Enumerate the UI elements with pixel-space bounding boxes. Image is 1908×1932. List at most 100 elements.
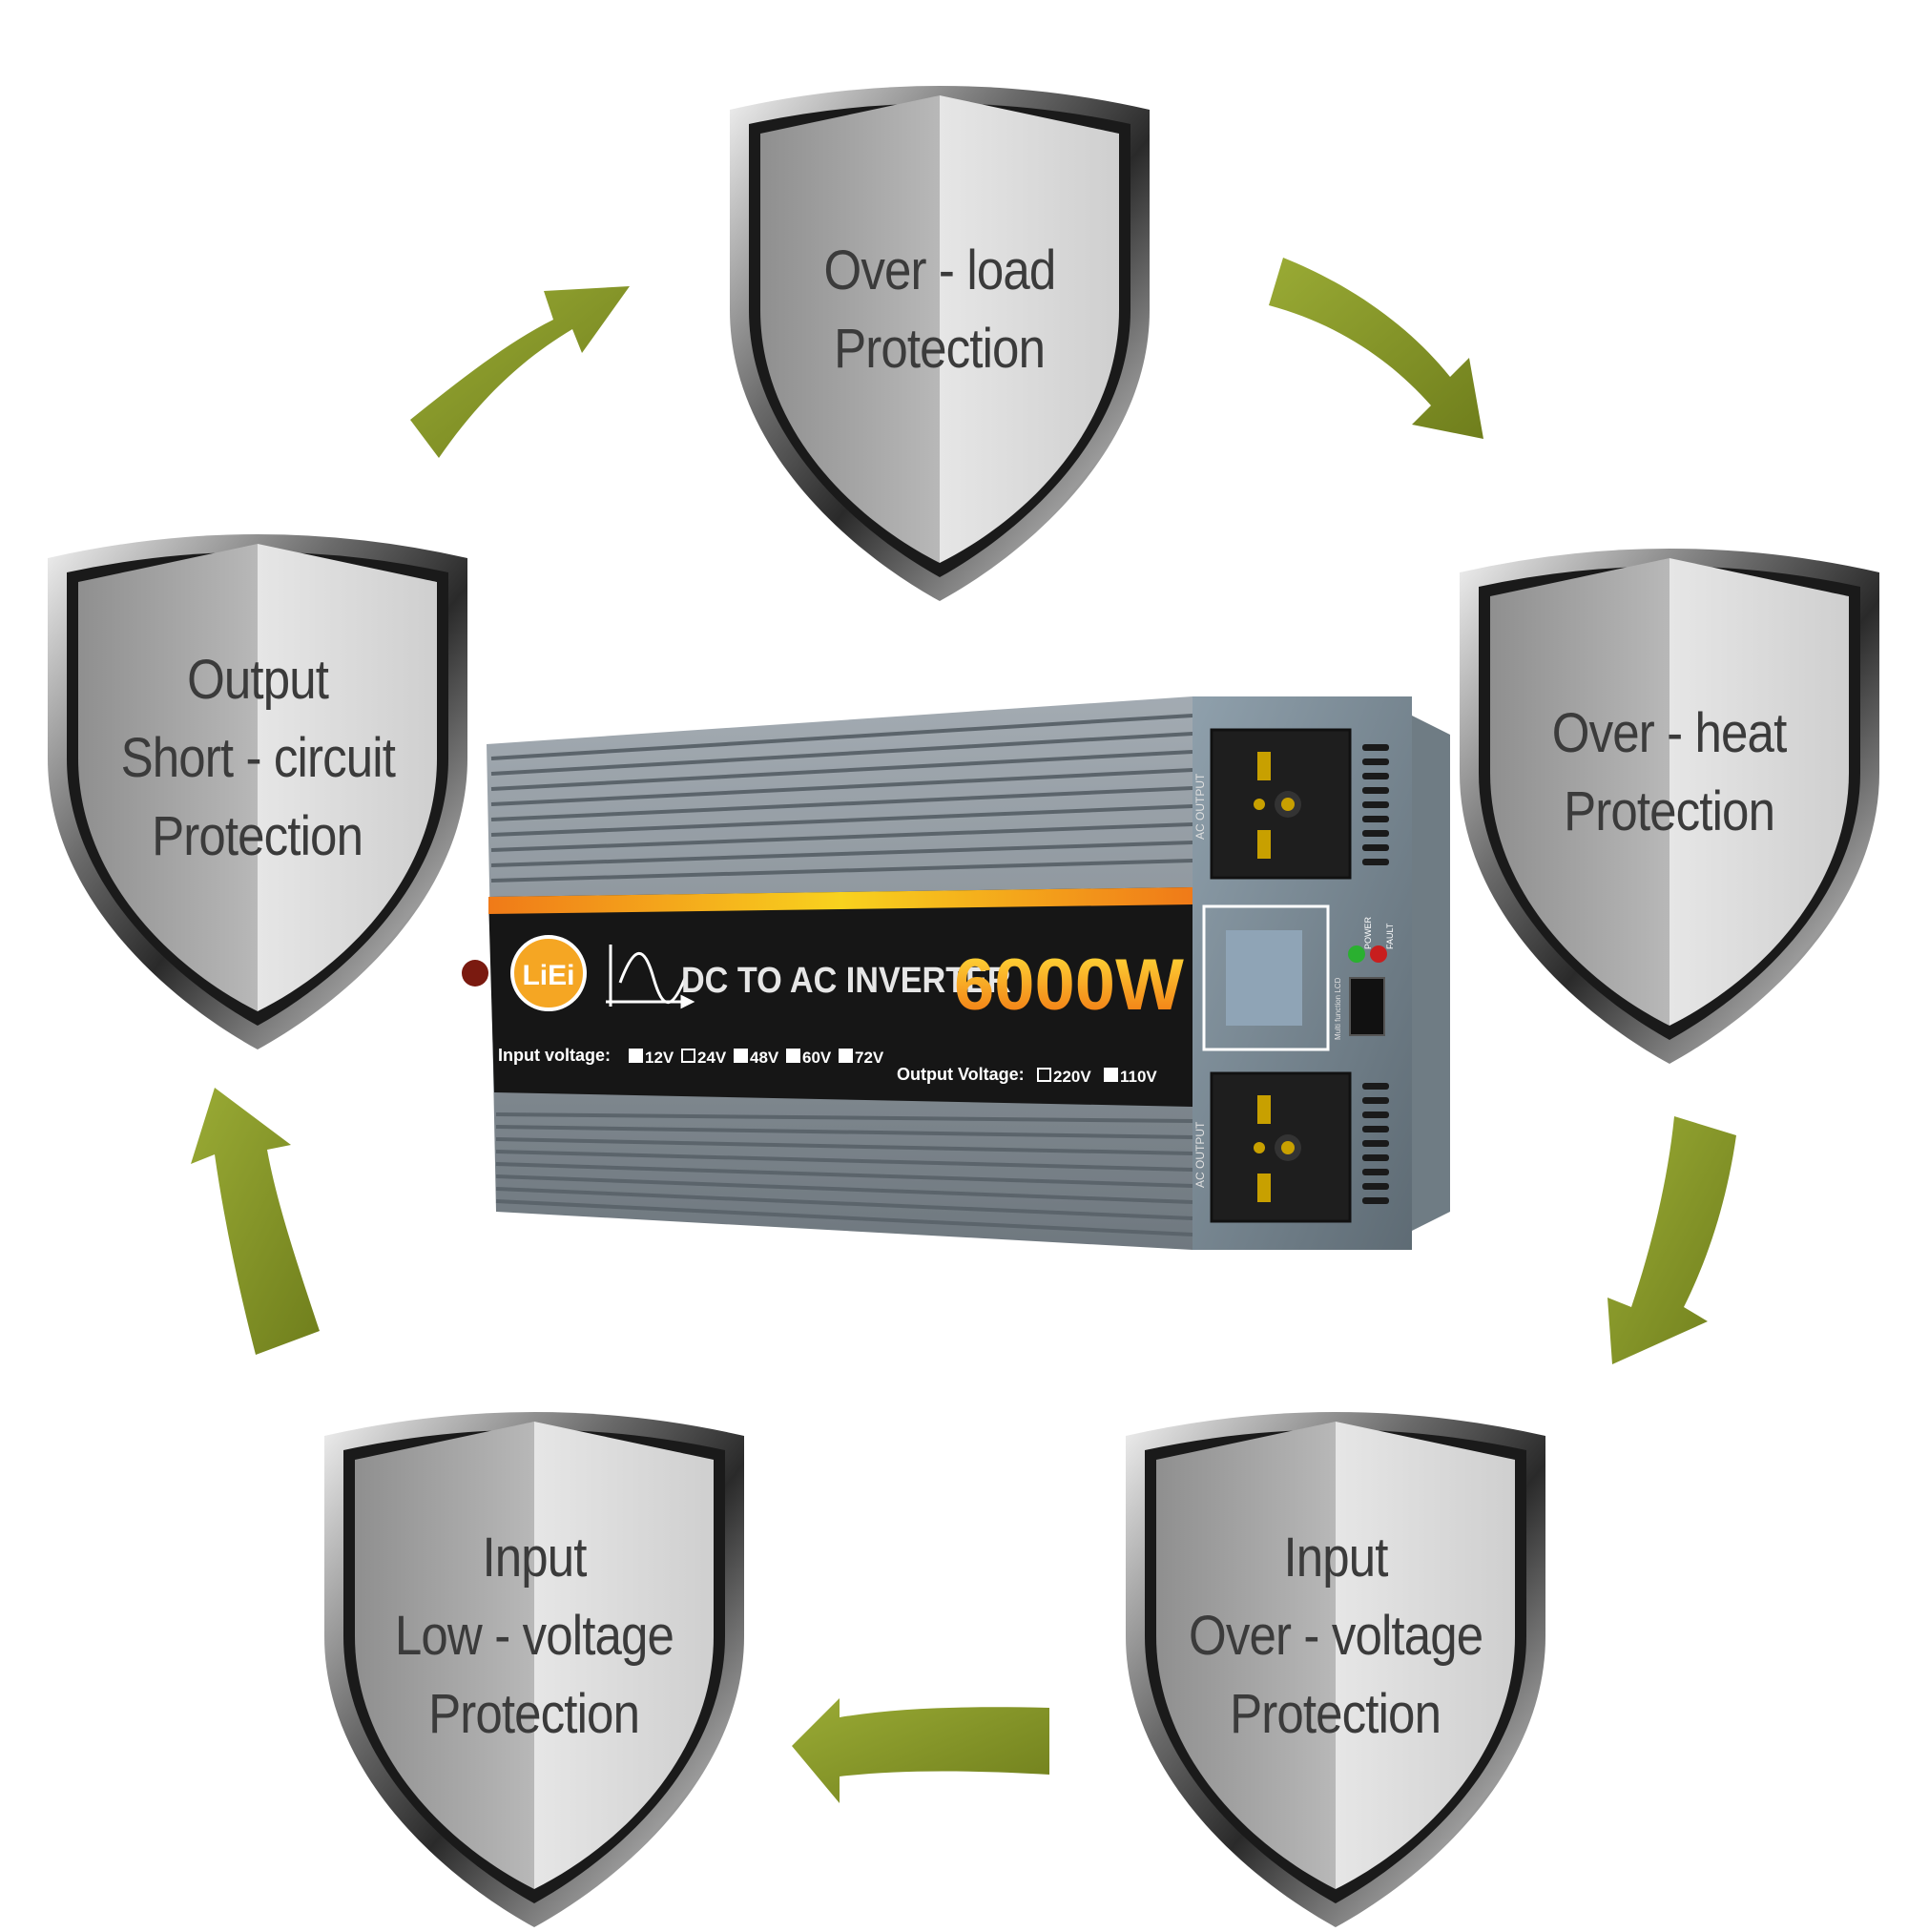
- input-voltage-options: 12V 24V 48V 60V 72V: [629, 1049, 884, 1067]
- shield-shape: [324, 1412, 744, 1927]
- vent-slot: [1362, 744, 1389, 751]
- fin-line: [495, 1137, 1193, 1155]
- voltage-checkbox: [629, 1049, 643, 1063]
- arrow-to-short-circuit: [191, 1088, 320, 1355]
- power-switch[interactable]: [1349, 977, 1385, 1036]
- shield-label-line: Input: [1283, 1527, 1388, 1589]
- vent-slot: [1362, 758, 1389, 765]
- shield-label-line: Over - load: [823, 239, 1057, 301]
- voltage-checkbox: [1037, 1068, 1051, 1082]
- vent-slot: [1362, 844, 1389, 851]
- arrow-to-low-voltage: [792, 1698, 1049, 1803]
- brand-name: LiEi: [522, 960, 574, 991]
- fin-line: [495, 1162, 1193, 1188]
- label-band: [488, 887, 1192, 1107]
- shield-label-line: Input: [482, 1527, 587, 1589]
- ac-output-label-bottom: AC OUTPUT: [1193, 1121, 1207, 1188]
- vent-slot: [1362, 1154, 1389, 1161]
- vent-slot: [1362, 1197, 1389, 1204]
- voltage-checkbox: [734, 1049, 748, 1063]
- shield-label-line: Protection: [428, 1683, 640, 1745]
- fin-line: [490, 732, 1193, 776]
- fin-line: [490, 768, 1193, 806]
- fault-led: [1370, 945, 1387, 963]
- lcd-label: Multi function LCD: [1334, 977, 1342, 1040]
- fin-line: [490, 714, 1193, 760]
- orange-stripe: [488, 887, 1192, 914]
- voltage-option-label: 24V: [697, 1049, 727, 1067]
- shield-shape: [1126, 1412, 1545, 1927]
- fault-led-label: FAULT: [1385, 923, 1395, 949]
- voltage-checkbox: [1104, 1068, 1118, 1082]
- vent-slot: [1362, 787, 1389, 794]
- vent-slot: [1362, 1097, 1389, 1104]
- front-vents: [1362, 744, 1389, 1204]
- shield-label-line: Low - voltage: [394, 1605, 674, 1667]
- shield-shape: [48, 534, 467, 1049]
- fin-line: [495, 1112, 1193, 1123]
- inverter-product: LiEi DC TO AC INVERTER 6000W Input volta…: [462, 696, 1450, 1250]
- brand-logo: [510, 935, 587, 1011]
- vent-slot: [1362, 1126, 1389, 1132]
- ac-output-label-top: AC OUTPUT: [1193, 773, 1207, 840]
- power-rating: 6000W: [954, 945, 1184, 1026]
- fin-line: [490, 822, 1193, 852]
- voltage-option-label: 60V: [802, 1049, 832, 1067]
- lcd-frame: [1202, 904, 1330, 1051]
- vent-slot: [1362, 830, 1389, 837]
- fin-line: [490, 804, 1193, 837]
- shield-label-line: Short - circuit: [120, 727, 395, 789]
- product-title: DC TO AC INVERTER: [681, 959, 1011, 1000]
- arrow-to-overload: [410, 286, 630, 458]
- fin-line: [495, 1174, 1193, 1204]
- power-led: [1348, 945, 1365, 963]
- fin-line: [495, 1187, 1193, 1220]
- fin-line: [495, 1150, 1193, 1172]
- fin-line: [490, 786, 1193, 821]
- vent-slot: [1362, 773, 1389, 779]
- vent-slot: [1362, 801, 1389, 808]
- power-led-label: POWER: [1363, 916, 1373, 949]
- lcd-screen: [1226, 930, 1302, 1026]
- input-voltage-label: Input voltage:: [498, 1046, 611, 1065]
- vent-slot: [1362, 816, 1389, 822]
- shield-label-line: Protection: [834, 318, 1046, 380]
- shield-label-line: Protection: [1230, 1683, 1441, 1745]
- socket-holes-bottom: [1254, 1095, 1301, 1202]
- shield-label-line: Over - heat: [1552, 702, 1788, 764]
- shield-label-line: Over - voltage: [1188, 1605, 1483, 1667]
- vent-slot: [1362, 1183, 1389, 1190]
- voltage-option-label: 48V: [750, 1049, 779, 1067]
- shield-label-line: Protection: [152, 805, 363, 867]
- shield-label-line: Protection: [1564, 780, 1775, 842]
- fin-line: [490, 750, 1193, 791]
- vent-slot: [1362, 1083, 1389, 1090]
- voltage-checkbox: [839, 1049, 853, 1063]
- shield-label-line: Output: [187, 649, 329, 711]
- shield-shape: [1460, 549, 1879, 1064]
- voltage-option-label: 72V: [855, 1049, 884, 1067]
- dc-terminal: [462, 960, 488, 987]
- sine-wave-icon: [606, 945, 695, 1009]
- fin-line: [490, 859, 1193, 883]
- voltage-option-label: 12V: [645, 1049, 674, 1067]
- vent-slot: [1362, 859, 1389, 865]
- voltage-option-label: 110V: [1120, 1068, 1157, 1086]
- output-voltage-label: Output Voltage:: [897, 1065, 1025, 1084]
- cooling-fins: [490, 714, 1193, 1236]
- arrow-to-over-voltage: [1607, 1116, 1736, 1364]
- fin-line: [495, 1199, 1193, 1236]
- fin-line: [490, 841, 1193, 867]
- arrow-to-overheat: [1269, 258, 1483, 439]
- voltage-checkbox: [786, 1049, 800, 1063]
